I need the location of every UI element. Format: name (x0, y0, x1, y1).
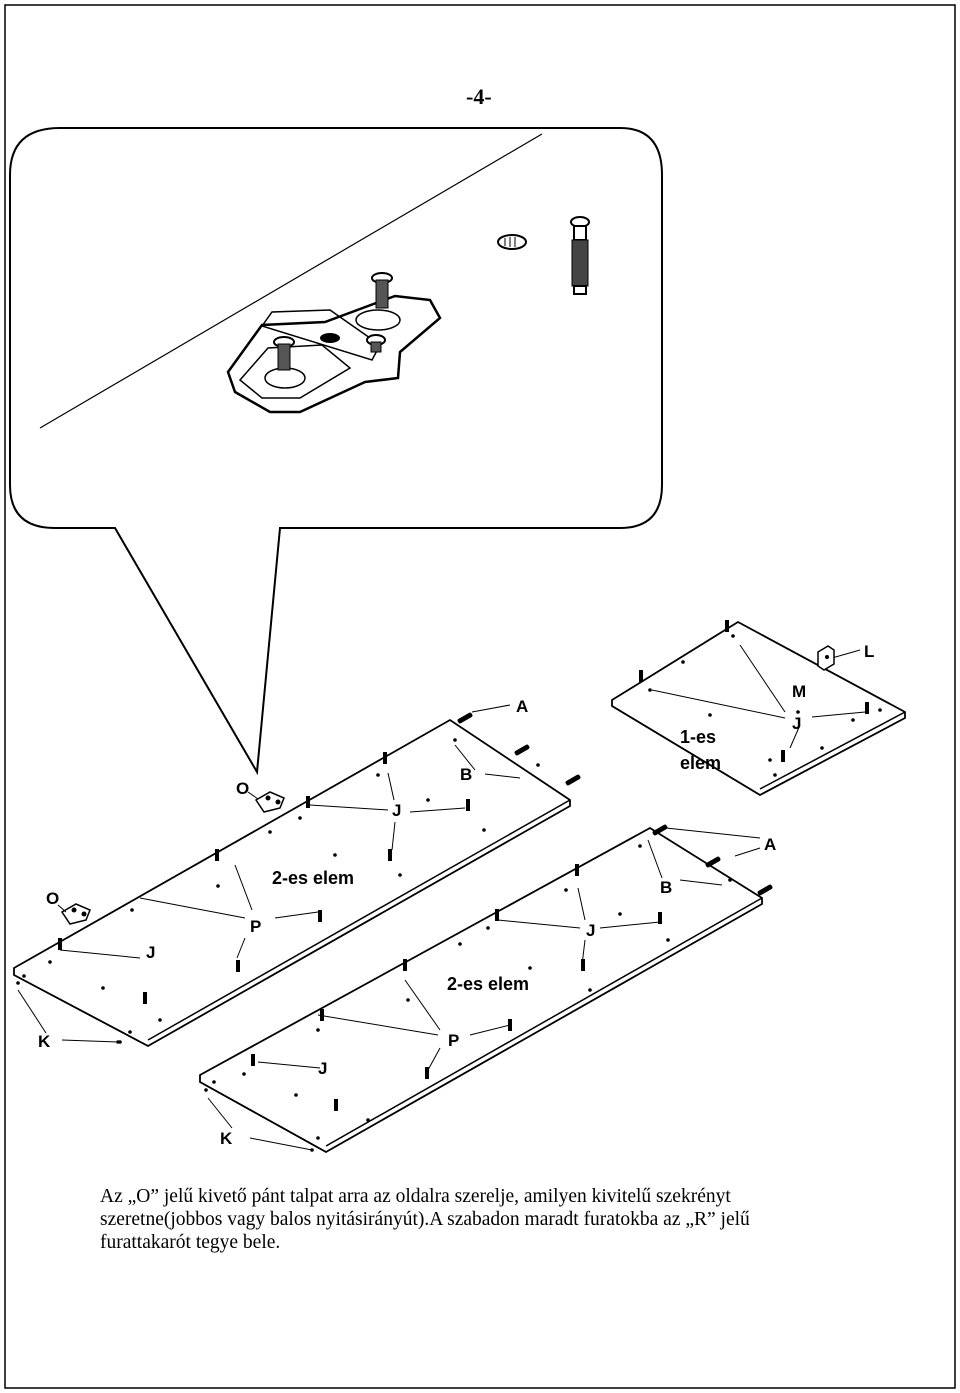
hinge-plate-detail (39, 133, 590, 429)
connector-bolt (570, 216, 590, 295)
label-M: M (792, 682, 806, 701)
screw-left (273, 336, 295, 371)
screw-right (371, 272, 393, 309)
panel-element-2-upper (13, 704, 582, 1048)
instruction-line: Az „O” jelű kivető pánt talpat arra az o… (100, 1186, 731, 1207)
label-J-lower-panel: J (586, 921, 595, 940)
label-P-lower: P (448, 1031, 459, 1050)
hinge-plate-O-lower (60, 903, 91, 925)
label-element-2-upper: 2-es elem (272, 868, 354, 888)
hinge-bracket-L (817, 645, 835, 671)
label-O-upper: O (236, 779, 249, 798)
label-J-upper-left: J (146, 943, 155, 962)
label-O-lower: O (46, 889, 59, 908)
panel-element-1 (611, 620, 906, 797)
label-A-upper: A (516, 697, 528, 716)
label-B-lower: B (660, 878, 672, 897)
instruction-line: szeretne(jobbos vagy balos nyitásirányút… (100, 1209, 750, 1230)
label-J-lower-left: J (318, 1059, 327, 1078)
part-labels: A B J O O P J K 2-es elem A B J 2-es ele… (38, 642, 874, 1148)
cover-cap (497, 234, 527, 250)
label-L: L (864, 642, 874, 661)
label-K-lower: K (220, 1129, 233, 1148)
instruction-line: furattakarót tegye bele. (100, 1232, 281, 1253)
label-element-2-lower: 2-es elem (447, 974, 529, 994)
label-K-upper: K (38, 1032, 51, 1051)
label-element-1-line2: elem (680, 753, 721, 773)
page-number: -4- (466, 84, 492, 109)
label-element-1-line1: 1-es (680, 727, 716, 747)
label-A-lower: A (764, 835, 776, 854)
screw-middle (366, 334, 386, 353)
detail-callout-bubble (9, 127, 663, 776)
label-J-upper-panel: J (392, 801, 401, 820)
hinge-plate-O-upper (254, 791, 285, 813)
panel-element-2-lower (199, 823, 774, 1154)
instruction-text: Az „O” jelű kivető pánt talpat arra az o… (100, 1185, 840, 1254)
label-B-upper: B (460, 765, 472, 784)
label-P-upper: P (250, 917, 261, 936)
label-J-element-1: J (792, 714, 801, 733)
